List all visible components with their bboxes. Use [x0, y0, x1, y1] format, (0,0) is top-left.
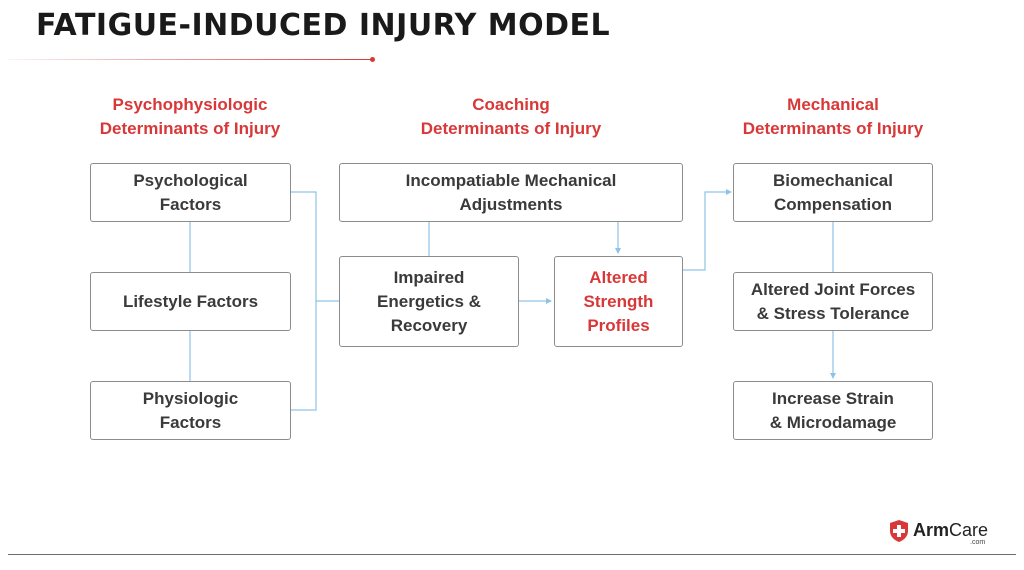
box-psychological-factors: Psychological Factors [90, 163, 291, 222]
box-label: Impaired Energetics & Recovery [377, 267, 481, 335]
box-label: Physiologic Factors [142, 388, 239, 432]
box-altered-strength-profiles: Altered Strength Profiles [554, 256, 683, 347]
arrow-altered-biomech [683, 189, 732, 271]
box-altered-joint-forces: Altered Joint Forces & Stress Tolerance [733, 272, 933, 331]
box-label: Lifestyle Factors [122, 291, 259, 311]
box-physiologic-factors: Physiologic Factors [90, 381, 291, 440]
header-coaching: Coaching Determinants of Injury [420, 95, 602, 138]
box-label: Psychological Factors [133, 170, 248, 214]
box-lifestyle-factors: Lifestyle Factors [90, 272, 291, 331]
logo-domain: .com [970, 539, 986, 546]
header-mechanical: Mechanical Determinants of Injury [742, 95, 924, 138]
logo-wordmark: ArmCare [913, 520, 988, 541]
footer-divider [8, 554, 1016, 555]
box-impaired-energetics: Impaired Energetics & Recovery [339, 256, 519, 347]
logo-brand-bold: Arm [913, 520, 950, 540]
box-incompatible-adjustments: Incompatiable Mechanical Adjustments [339, 163, 683, 222]
shield-cross-icon [890, 520, 908, 542]
box-label: Incompatiable Mechanical Adjustments [405, 170, 617, 214]
box-label: Altered Strength Profiles [583, 267, 654, 335]
box-biomechanical-compensation: Biomechanical Compensation [733, 163, 933, 222]
title-underline [8, 59, 372, 60]
box-label: Biomechanical Compensation [773, 170, 893, 214]
header-psychophysiologic: Psychophysiologic Determinants of Injury [99, 95, 281, 138]
box-label: Altered Joint Forces & Stress Tolerance [750, 279, 916, 323]
title-underline-dot [370, 57, 375, 62]
page-title: FATIGUE-INDUCED INJURY MODEL [36, 8, 611, 43]
box-increase-strain: Increase Strain & Microdamage [733, 381, 933, 440]
connector-psych-bracket [291, 191, 317, 411]
box-label: Increase Strain & Microdamage [769, 388, 897, 432]
logo-brand-light: Care [949, 520, 989, 540]
